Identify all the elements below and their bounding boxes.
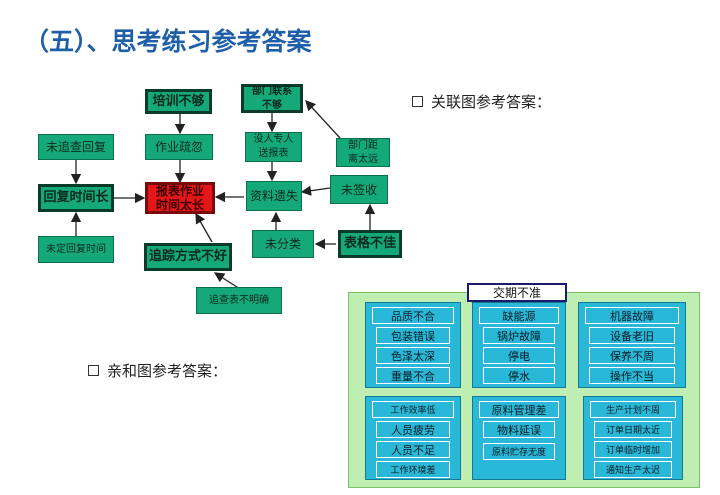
affinity-bullet-label: 亲和图参考答案： bbox=[107, 362, 228, 380]
group-item: 人员不足 bbox=[376, 441, 450, 458]
node-dept-far: 部门距离太远 bbox=[336, 138, 390, 167]
node-no-person: 没人专人送报表 bbox=[245, 132, 302, 162]
node-unclassified: 未分类 bbox=[252, 230, 314, 258]
node-unclear-tracking: 追查表不明确 bbox=[196, 287, 282, 314]
group-title: 品质不合 bbox=[372, 307, 454, 324]
node-data-loss: 资料遗失 bbox=[246, 181, 302, 211]
group-title: 缺能源 bbox=[479, 307, 559, 324]
relation-bullet-label: 关联图参考答案： bbox=[431, 93, 552, 111]
checkbox-square-icon bbox=[412, 96, 423, 107]
node-operation: 作业疏忽 bbox=[145, 134, 213, 160]
group-title: 工作效率低 bbox=[372, 401, 454, 418]
group-item: 重量不合 bbox=[376, 367, 450, 384]
node-no-reply-time: 未定回复时间 bbox=[38, 236, 114, 263]
page-title: （五）、思考练习参考答案 bbox=[24, 27, 312, 56]
group-item: 操作不当 bbox=[589, 367, 675, 384]
group-item: 色泽太深 bbox=[376, 347, 450, 364]
node-center: 报表作业时间太长 bbox=[145, 182, 215, 214]
group-item: 设备老旧 bbox=[589, 327, 675, 344]
affinity-header: 交期不准 bbox=[467, 283, 567, 302]
group-title: 生产计划不周 bbox=[590, 401, 676, 418]
node-tracking: 追踪方式不好 bbox=[144, 243, 232, 271]
node-unsigned: 未签收 bbox=[330, 175, 388, 204]
group-item: 停水 bbox=[483, 367, 555, 384]
group-item: 保养不周 bbox=[589, 347, 675, 364]
group-item: 物料延误 bbox=[483, 421, 555, 438]
group-item: 包装错误 bbox=[376, 327, 450, 344]
checkbox-square-icon bbox=[88, 365, 99, 376]
group-item: 工作环境差 bbox=[376, 461, 450, 478]
node-training: 培训不够 bbox=[145, 89, 212, 114]
group-item: 停电 bbox=[483, 347, 555, 364]
affinity-group: 生产计划不周 订单日期太近 订单临时增加 通知生产太迟 bbox=[583, 396, 683, 480]
group-item: 原料贮存无度 bbox=[483, 443, 555, 460]
group-title: 机器故障 bbox=[585, 307, 679, 324]
affinity-group: 机器故障 设备老旧 保养不周 操作不当 bbox=[578, 302, 686, 388]
affinity-group: 品质不合 包装错误 色泽太深 重量不合 bbox=[365, 302, 461, 388]
affinity-group: 工作效率低 人员疲劳 人员不足 工作环境差 bbox=[365, 396, 461, 480]
node-bad-form: 表格不佳 bbox=[338, 230, 402, 258]
affinity-group: 缺能源 锅炉故障 停电 停水 bbox=[472, 302, 566, 388]
group-item: 订单临时增加 bbox=[594, 441, 672, 458]
group-item: 人员疲劳 bbox=[376, 421, 450, 438]
affinity-group: 原料管理差 物料延误 原料贮存无度 bbox=[472, 396, 566, 480]
node-follow-reply: 未追查回复 bbox=[38, 134, 114, 160]
group-item: 订单日期太近 bbox=[594, 421, 672, 438]
affinity-bullet: 亲和图参考答案： bbox=[88, 360, 227, 381]
group-title: 原料管理差 bbox=[479, 401, 559, 418]
group-item: 锅炉故障 bbox=[483, 327, 555, 344]
node-reply-time: 回复时间长 bbox=[38, 184, 114, 212]
node-dept: 部门联系不够 bbox=[241, 84, 303, 113]
relation-bullet: 关联图参考答案： bbox=[412, 91, 551, 112]
group-item: 通知生产太迟 bbox=[594, 461, 672, 478]
